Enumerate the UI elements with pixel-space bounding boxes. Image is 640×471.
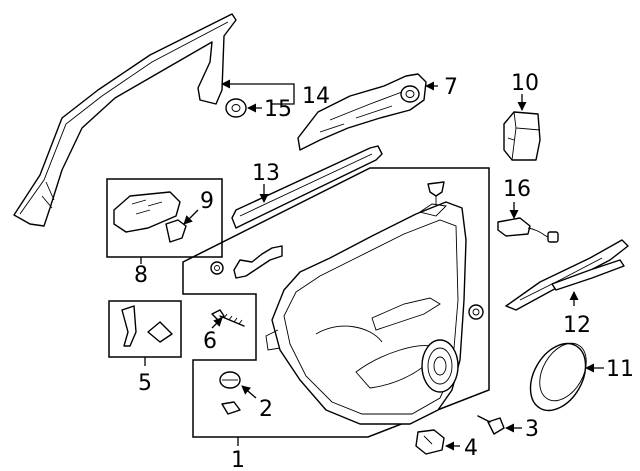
trim-strip-12 bbox=[505, 239, 629, 311]
callout-3: 3 bbox=[525, 417, 539, 442]
callout-9: 9 bbox=[200, 189, 214, 214]
box-5 bbox=[108, 300, 182, 358]
weatherstrip-13 bbox=[231, 145, 383, 229]
callout-8: 8 bbox=[134, 263, 148, 288]
box-1 bbox=[182, 167, 490, 438]
callout-1: 1 bbox=[231, 448, 245, 471]
switch-panel-8 bbox=[113, 191, 181, 233]
callout-16: 16 bbox=[503, 177, 531, 202]
clip-15 bbox=[225, 98, 247, 118]
callout-15: 15 bbox=[264, 97, 292, 122]
bracket bbox=[233, 245, 283, 279]
callout-5: 5 bbox=[138, 371, 152, 396]
callout-10: 10 bbox=[511, 71, 539, 96]
callout-7: 7 bbox=[444, 75, 458, 100]
switch-10 bbox=[503, 111, 541, 161]
bracket-9 bbox=[165, 219, 187, 243]
pin-clip bbox=[427, 181, 445, 204]
callout-14: 14 bbox=[302, 84, 330, 109]
pull-handle bbox=[297, 73, 427, 151]
speaker-grille-11 bbox=[529, 342, 587, 412]
callout-4: 4 bbox=[464, 436, 478, 461]
callout-11: 11 bbox=[606, 357, 634, 382]
callout-13: 13 bbox=[252, 161, 280, 186]
bolt-3 bbox=[477, 415, 505, 435]
round-clip bbox=[210, 261, 224, 275]
clip-4 bbox=[415, 429, 445, 455]
right-clip bbox=[468, 304, 484, 320]
bracket-5 bbox=[121, 305, 173, 347]
callout-6: 6 bbox=[203, 329, 217, 354]
callout-2: 2 bbox=[259, 397, 273, 422]
callout-12: 12 bbox=[563, 313, 591, 338]
leader-lines bbox=[140, 79, 604, 451]
pillar-trim bbox=[13, 13, 237, 227]
push-pin-2 bbox=[219, 371, 241, 415]
box-8 bbox=[106, 178, 223, 258]
connector-16 bbox=[497, 217, 559, 243]
door-trim-panel bbox=[265, 201, 467, 425]
